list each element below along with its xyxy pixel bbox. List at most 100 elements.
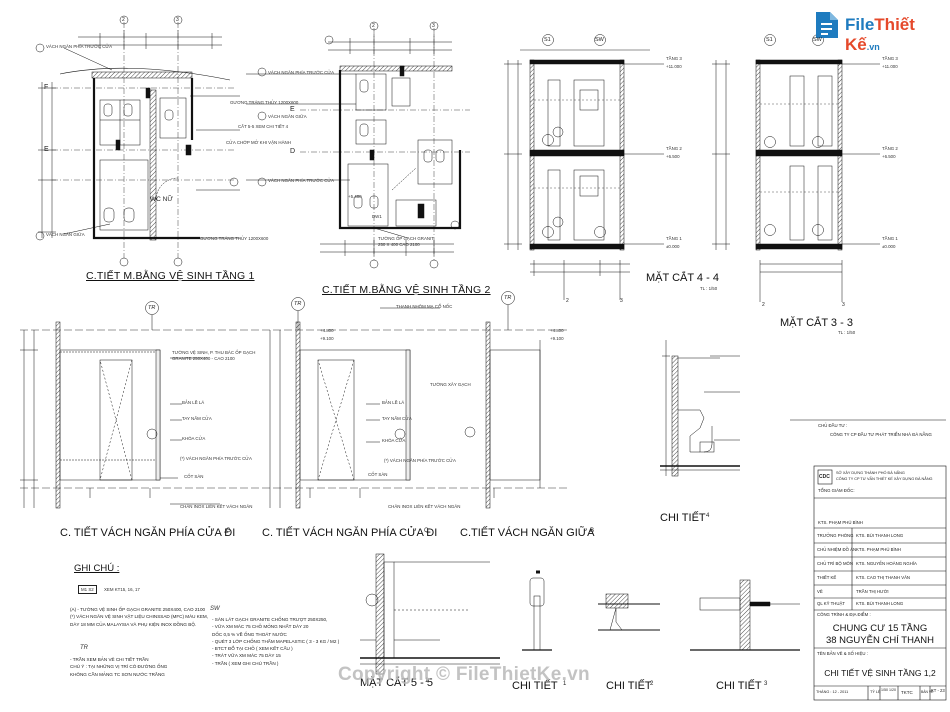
tb-project-name: CHUNG CƯ 15 TẦNG	[832, 623, 928, 634]
title-elevation-door-1: C. TIẾT VÁCH NGĂN PHÍA CỬA ĐI	[60, 527, 236, 539]
tb-stage: TKTC	[901, 690, 913, 695]
elev2-label-lock: KHÓA CỬA	[382, 438, 406, 443]
plan2-label-middle: VÁCH NGĂN GIỮA	[268, 114, 307, 119]
notes-key-tr: TR	[80, 645, 88, 651]
tb-row-name: KTS. BÙI THANH LONG	[856, 533, 904, 538]
callout-c-1: C	[226, 528, 231, 534]
note-line: - TRẦN XEM BẢN VẼ CHI TIẾT TRẦN	[70, 657, 149, 662]
tb-scale-label: TỶ LỆ	[870, 690, 881, 694]
tb-company-1: SỞ XÂY DỰNG THÀNH PHỐ ĐÀ NẴNG	[836, 471, 905, 475]
grid-f: F	[44, 84, 49, 91]
tb-row-label: CHỦ NHIỆM ĐỒ ÁN	[817, 547, 857, 552]
title-detail-3: CHI TIẾT	[716, 680, 762, 692]
sec33-floor-1: TẦNG 1	[882, 236, 898, 241]
grid-2-plan1: 2	[122, 17, 125, 23]
callout-s1-a: S1	[544, 37, 551, 43]
note-line: DỐC 0,5 % VỀ ỐNG THOÁT NƯỚC	[212, 631, 287, 637]
grid-2-sec44: 2	[566, 298, 569, 304]
notes-sw: - SÀN LÁT GẠCH GRANITE CHỐNG TRƯỢT 250X2…	[212, 616, 339, 667]
tb-row-label: QL KỸ THUẬT	[817, 601, 845, 606]
elev-label-lock: KHÓA CỬA	[182, 436, 206, 441]
plan-label-cut: CẮT 5-5 XEM CHI TIẾT 4	[238, 124, 289, 129]
floor-plan-1	[35, 15, 240, 267]
tb-director-name: KTS. PHẠM PHÚ BÌNH	[818, 520, 863, 525]
logo-suffix: .vn	[866, 42, 880, 52]
grid-d-plan2: D	[290, 148, 296, 155]
elev2-label-hinge: BẢN LỀ LÁ	[382, 400, 405, 405]
filethietke-logo: FileThiết Kế.vn	[812, 8, 942, 54]
title-detail-2: CHI TIẾT	[606, 680, 652, 692]
plan1-label-middle-partition: VÁCH NGĂN GIỮA	[46, 232, 85, 237]
title-block-frame	[790, 419, 947, 701]
callout-sw-a: SW	[595, 37, 604, 43]
tb-row-label: THIẾT KẾ	[817, 575, 837, 580]
sec44-floor-3: TẦNG 3	[666, 56, 682, 61]
tb-sheet-number: KT - 23	[931, 688, 945, 693]
plan2-label-dw1: DW1	[372, 214, 382, 219]
elev-label-granite: GRANITE 250X400 - CAO 2100	[172, 356, 235, 361]
callout-sw-b: SW	[813, 37, 822, 43]
tb-row-label: VẼ	[817, 589, 823, 594]
sec33-floor-3: TẦNG 3	[882, 56, 898, 61]
tb-owner: CÔNG TY CP ĐẦU TƯ PHÁT TRIỂN NHÀ ĐÀ NẴNG	[830, 432, 932, 437]
sec33-level-1: ±0.000	[882, 244, 896, 249]
sec44-floor-1: TẦNG 1	[666, 236, 682, 241]
plan2-label-front-partition-2: VÁCH NGĂN PHÍA TRƯỚC CỬA	[268, 178, 335, 183]
tb-project-label: CÔNG TRÌNH & ĐỊA ĐIỂM :	[817, 612, 871, 617]
detail-4-drawing	[660, 340, 740, 477]
title-plan-1: C.TIẾT M.BẰNG VỆ SINH TẦNG 1	[86, 270, 255, 282]
grid-2-sec33: 2	[762, 302, 765, 308]
scale-section-4-4: TL : 1/50	[700, 286, 718, 291]
notes-title: GHI CHÚ :	[74, 563, 120, 574]
sec33-level-3: +11.000	[882, 64, 898, 69]
tb-date: THÁNG : 12 - 2011	[816, 690, 849, 694]
plan1-label-front-partition: VÁCH NGĂN PHÍA TRƯỚC CỬA	[46, 44, 113, 49]
elev3-level-1: +4.800	[550, 328, 564, 333]
callout-tr-2: TR	[294, 301, 302, 307]
sec33-floor-2: TẦNG 2	[882, 146, 898, 151]
copyright-watermark: Copyright © FileThietKe.vn	[338, 664, 590, 685]
tb-scale-value: 1/50 1/20	[881, 688, 896, 692]
grid-3-plan1: 3	[176, 17, 179, 23]
floor-plan-2	[246, 21, 470, 269]
tb-row-label: CHỦ TRÌ BỘ MÔN	[817, 561, 853, 566]
elev-label-hinge: BẢN LỀ LÁ	[182, 400, 205, 405]
note-line: - VỮA XM MÁC 75 CHỖ MỎNG NHẤT DÀY 20	[212, 624, 309, 630]
tb-drawing-name: CHI TIẾT VỆ SINH TẦNG 1,2	[824, 668, 936, 678]
logo-part1: File	[845, 15, 875, 34]
note-line: (*) VÁCH NGĂN VỆ SINH VẬT LIỆU CHINSSAD …	[70, 614, 208, 620]
tb-row-name: TRẦN THỊ HƯỜI	[856, 589, 889, 594]
plan-label-louver: CỬA CHỚP MỞ KHI VẬN HÀNH	[226, 140, 291, 145]
elev2-label-partition: (*) VÁCH NGĂN PHÍA TRƯỚC CỬA	[384, 458, 456, 463]
sec44-level-3: +11.000	[666, 64, 682, 69]
elev-level-2: +9.100	[320, 336, 334, 341]
elev-label-brick-wall: TƯỜNG XÂY GẠCH	[430, 382, 471, 387]
section-4-4	[504, 34, 664, 300]
plan2-label-tile: TƯỜNG ỐP GẠCH GRANIT	[378, 236, 434, 241]
partition-elevations	[20, 291, 570, 509]
notes-key-ref: XEM KT15, 16, 17	[104, 587, 140, 592]
note-line: - QUÉT 3 LỚP CHỐNG THẤM MAPELASTIC ( 3 -…	[212, 638, 340, 644]
note-line: - BTCT ĐỔ TẠI CHỖ ( XEM KẾT CẤU )	[212, 646, 293, 652]
callout-detail-2: 2	[650, 681, 654, 687]
plan2-label-front-partition: VÁCH NGĂN PHÍA TRƯỚC CỬA	[268, 70, 335, 75]
tb-row-name: KTS. NGUYỄN HOÀNG NGHĨA	[856, 561, 917, 566]
tb-row-name: KTS. PHẠM PHÚ BÌNH	[856, 547, 901, 552]
title-detail-1: CHI TIẾT	[512, 680, 558, 692]
tb-row-label: TRƯỞNG PHÒNG	[817, 533, 854, 538]
elev-label-handle: TAY NẮM CỬA	[182, 416, 212, 421]
grid-3-sec44: 3	[620, 298, 623, 304]
logo-part2: Thiết Kế	[845, 15, 915, 54]
elev-label-inox-foot: CHÂN INOX LIÊN KẾT VÁCH NGĂN	[180, 504, 253, 509]
title-detail-4: CHI TIẾT	[660, 512, 706, 524]
title-elevation-middle: C.TIẾT VÁCH NGĂN GIỮA	[460, 527, 595, 539]
note-line: - TRÁT VỮA XM MÁC 75 DÀY 15	[212, 653, 281, 659]
elev2-label-floor: CỐT SÀN	[368, 472, 388, 477]
title-section-3-3: MẶT CẮT 3 - 3	[780, 317, 853, 329]
sec44-level-1: ±0.000	[666, 244, 680, 249]
elev2-label-inox-foot: CHÂN INOX LIÊN KẾT VÁCH NGĂN	[388, 504, 461, 509]
tb-company-2: CÔNG TY CP TƯ VẤN THIẾT KẾ XÂY DỰNG ĐÀ N…	[836, 477, 933, 481]
tb-owner-label: CHỦ ĐẦU TƯ :	[818, 423, 848, 428]
callout-5: 1	[425, 678, 429, 684]
section-3-3	[712, 34, 880, 302]
